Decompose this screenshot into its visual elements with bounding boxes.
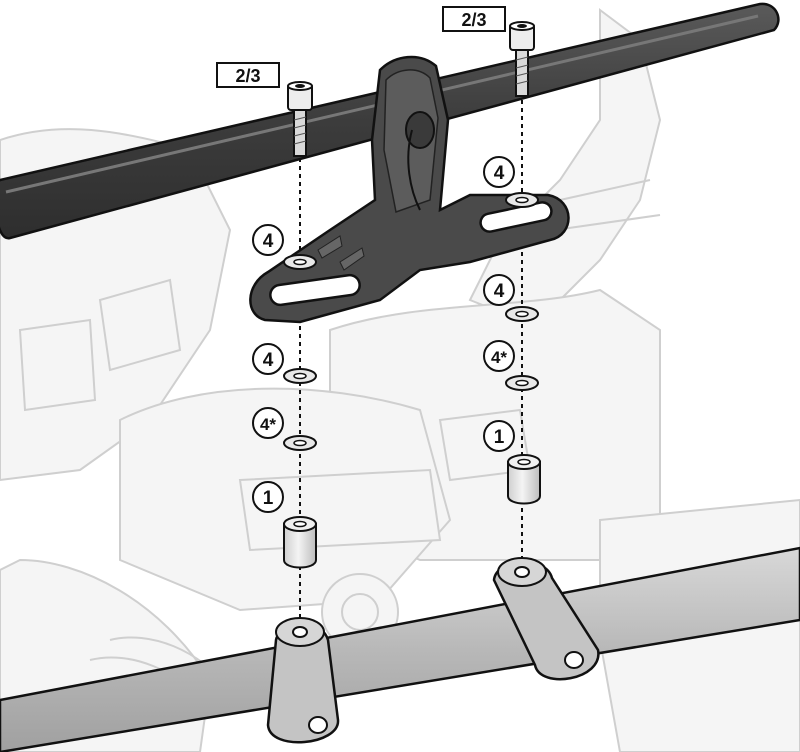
callout-washer-left-mid: 4 (252, 343, 284, 375)
spacer-icon (283, 516, 317, 569)
callout-washer-left-top: 4 (252, 224, 284, 256)
callout-spacer-left: 1 (252, 481, 284, 513)
callout-washer-right-top: 4 (483, 156, 515, 188)
washer-icon (283, 435, 317, 451)
callout-number: 4 (494, 163, 505, 184)
callout-number: 1 (494, 427, 505, 448)
callout-number: 1 (263, 488, 274, 509)
washer-icon (283, 368, 317, 384)
washer-icon (505, 192, 539, 208)
callout-number: 4 (263, 350, 274, 371)
right-riser-clamp (492, 557, 600, 681)
left-riser-clamp (266, 617, 340, 744)
spacer-icon (507, 454, 541, 505)
callout-washer-left-star: 4* (252, 407, 284, 439)
washer-icon (283, 254, 317, 270)
callout-number: 4 (263, 231, 274, 252)
callout-spacer-right: 1 (483, 420, 515, 452)
callout-washer-right-star: 4* (483, 340, 515, 372)
screw-reference-box-left: 2/3 (216, 62, 280, 88)
mounting-bracket (249, 55, 570, 324)
washer-icon (505, 306, 539, 322)
cap-screw-icon (287, 81, 313, 157)
reference-label: 2/3 (235, 66, 260, 86)
callout-number: 4* (491, 348, 507, 367)
callout-number: 4 (494, 281, 505, 302)
screw-reference-box-right: 2/3 (442, 6, 506, 32)
cap-screw-icon (509, 21, 535, 97)
callout-number: 4* (260, 415, 276, 434)
callout-washer-right-mid: 4 (483, 274, 515, 306)
reference-label: 2/3 (461, 10, 486, 30)
washer-icon (505, 375, 539, 391)
